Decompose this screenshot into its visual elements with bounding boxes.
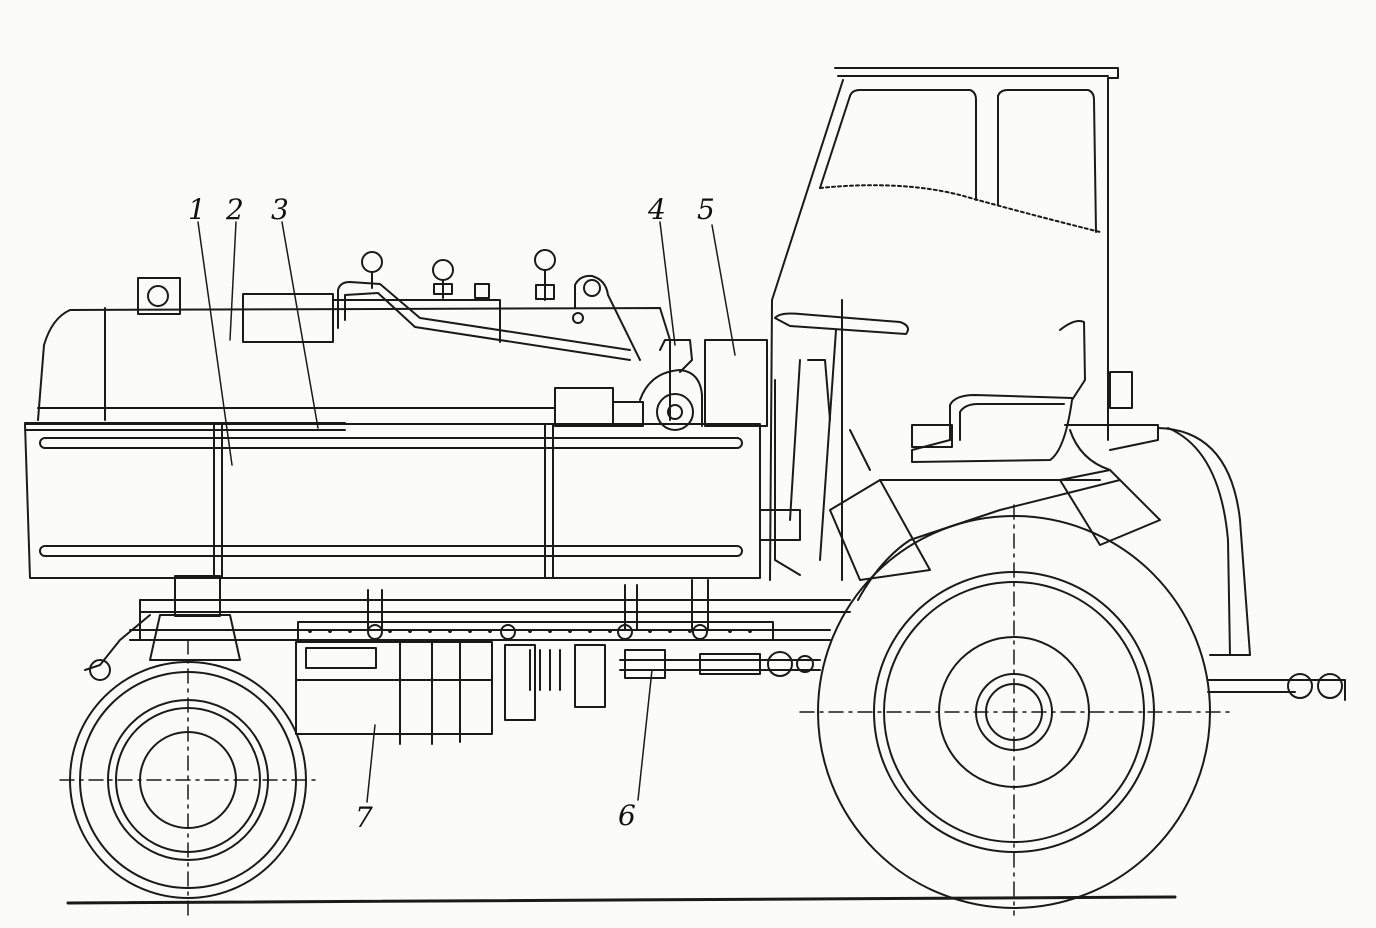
frame-rivets xyxy=(308,629,752,633)
tank xyxy=(37,277,671,421)
drive-shaft xyxy=(619,649,821,679)
pump-unit xyxy=(554,339,768,431)
cab xyxy=(769,67,1119,581)
small-wheel xyxy=(59,639,321,921)
steering-controls xyxy=(759,299,909,581)
callout-1: 1 xyxy=(188,193,206,226)
body-platform xyxy=(24,422,761,579)
leader-lines xyxy=(197,221,736,803)
tank-piping xyxy=(337,249,641,361)
callout-3: 3 xyxy=(271,193,289,226)
large-wheel xyxy=(799,504,1231,916)
seat xyxy=(911,320,1133,463)
frame-clamps xyxy=(367,579,709,640)
front-drawbar xyxy=(1207,673,1346,701)
callout-6: 6 xyxy=(618,799,636,832)
springs xyxy=(504,644,606,721)
callout-5: 5 xyxy=(697,193,715,226)
callout-7: 7 xyxy=(355,801,373,834)
ground-line xyxy=(66,895,1177,905)
callout-2: 2 xyxy=(226,193,244,226)
chassis-frame xyxy=(129,469,1161,641)
callout-4: 4 xyxy=(648,193,666,226)
small-axle-bracket xyxy=(84,575,241,681)
battery-box xyxy=(295,641,493,745)
rear-engine-housing xyxy=(1064,424,1251,656)
